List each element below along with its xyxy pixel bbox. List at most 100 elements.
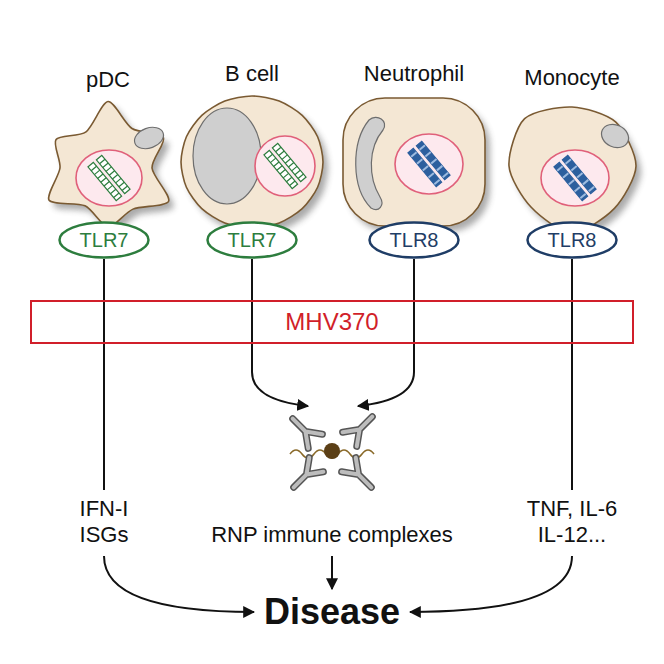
receptor-stripe: [106, 167, 111, 171]
receptor-stripe: [94, 170, 99, 174]
receptor-ellipse: TLR8: [368, 221, 460, 259]
receptor-stripe: [589, 187, 594, 191]
receptor-name: TLR7: [228, 229, 277, 252]
signal-lines: [104, 300, 572, 612]
ellipse-shape: [528, 223, 617, 258]
receptor-stripe: [563, 173, 568, 177]
receptor-stripe: [270, 158, 275, 162]
drug-name: MHV370: [279, 308, 384, 336]
ellipse-shape: [208, 223, 297, 258]
receptor-stripe: [425, 152, 430, 156]
receptor-stripe: [286, 177, 291, 181]
receptor-stripe: [566, 159, 571, 163]
receptor-stripe: [114, 193, 119, 197]
receptor-stripe: [583, 180, 588, 184]
drug-box: MHV370: [30, 300, 634, 344]
disease-arrow: [104, 556, 254, 612]
signal-connector: [413, 259, 415, 300]
receptor-stripe: [575, 187, 580, 191]
signal-connector: [571, 259, 573, 300]
receptor-stripe: [411, 152, 416, 156]
disease-arrow: [331, 556, 333, 589]
nucleus: [193, 108, 261, 204]
receptor-stripe: [110, 189, 115, 193]
receptor-chain: [272, 143, 306, 181]
receptor-stripe: [274, 162, 279, 166]
outcome-label: Disease: [264, 590, 400, 633]
receptor-stripe: [283, 173, 288, 177]
receptor-name: TLR7: [80, 229, 129, 252]
signal-connector: [103, 259, 105, 300]
ribonucleoprotein: [324, 443, 340, 459]
receptor-stripe: [279, 151, 284, 155]
receptor-stripe: [420, 145, 425, 149]
receptor-name: TLR8: [390, 229, 439, 252]
receptor-stripe: [292, 166, 297, 170]
signal-connector: [251, 259, 253, 300]
cell-label: B cell: [225, 61, 279, 86]
receptor-stripe: [276, 147, 281, 151]
endosome: [395, 134, 463, 194]
immune-complex-icon: [286, 410, 380, 495]
receptor-ellipse: TLR7: [206, 221, 298, 259]
endosome: [541, 150, 609, 206]
pdc-signal-line: [103, 300, 105, 490]
cell-label: pDC: [86, 67, 130, 92]
receptor-ellipse: TLR7: [58, 221, 150, 259]
cell-outline: [497, 96, 647, 236]
cell-body: [509, 107, 636, 233]
receptor-stripe: [277, 166, 282, 170]
receptor-stripe: [443, 173, 448, 177]
receptor-glyph: [408, 141, 450, 186]
receptor-stripe: [280, 170, 285, 174]
receptor-stripe: [417, 159, 422, 163]
nucleus: [356, 117, 385, 209]
monocyte-signal-line: [571, 300, 573, 490]
cell-label: Monocyte: [524, 65, 619, 90]
receptor-stripe: [434, 180, 439, 184]
receptor-stripe: [122, 186, 127, 190]
receptor-stripe: [116, 178, 121, 182]
receptor-stripe: [423, 166, 428, 170]
receptor-stripe: [569, 180, 574, 184]
receptor-chain: [416, 141, 450, 179]
output-label: IFN-I ISGs: [64, 496, 144, 549]
receptor-stripe: [285, 159, 290, 163]
receptor-stripe: [101, 178, 106, 182]
endosome: [255, 136, 315, 196]
receptor-stripe: [431, 159, 436, 163]
receptor-stripe: [298, 174, 303, 178]
antibody: [342, 458, 379, 495]
cell-body: [343, 98, 485, 226]
receptor-name: TLR8: [548, 229, 597, 252]
receptor-stripe: [437, 166, 442, 170]
cell-body: [181, 96, 323, 228]
receptor-stripe: [112, 175, 117, 179]
receptor-stripe: [429, 173, 434, 177]
output-label: TNF, IL-6 IL-12...: [512, 496, 632, 549]
output-label: RNP immune complexes: [211, 522, 453, 548]
receptor-stripe: [109, 171, 114, 175]
receptor-stripe: [91, 166, 96, 170]
receptor-glyph: [88, 155, 130, 200]
receptor-stripe: [295, 170, 300, 174]
receptor-stripe: [98, 174, 103, 178]
antibody: [286, 412, 323, 449]
receptor-stripe: [100, 159, 105, 163]
receptor-glyph: [264, 143, 306, 188]
cell-body: [49, 101, 169, 226]
ellipse-shape: [60, 223, 149, 258]
receptor-glyph: [554, 155, 596, 200]
receptor-chain: [562, 155, 596, 193]
antibody: [343, 410, 380, 447]
receptor-stripe: [282, 155, 287, 159]
cell-figure: pDC: [33, 98, 183, 238]
cell-outline: [33, 98, 183, 238]
endosome: [76, 150, 142, 206]
receptor-ellipse: TLR8: [526, 221, 618, 259]
receptor-stripe: [103, 163, 108, 167]
ellipse-shape: [370, 223, 459, 258]
cell-outline: [177, 92, 327, 232]
antibody: [287, 458, 324, 495]
